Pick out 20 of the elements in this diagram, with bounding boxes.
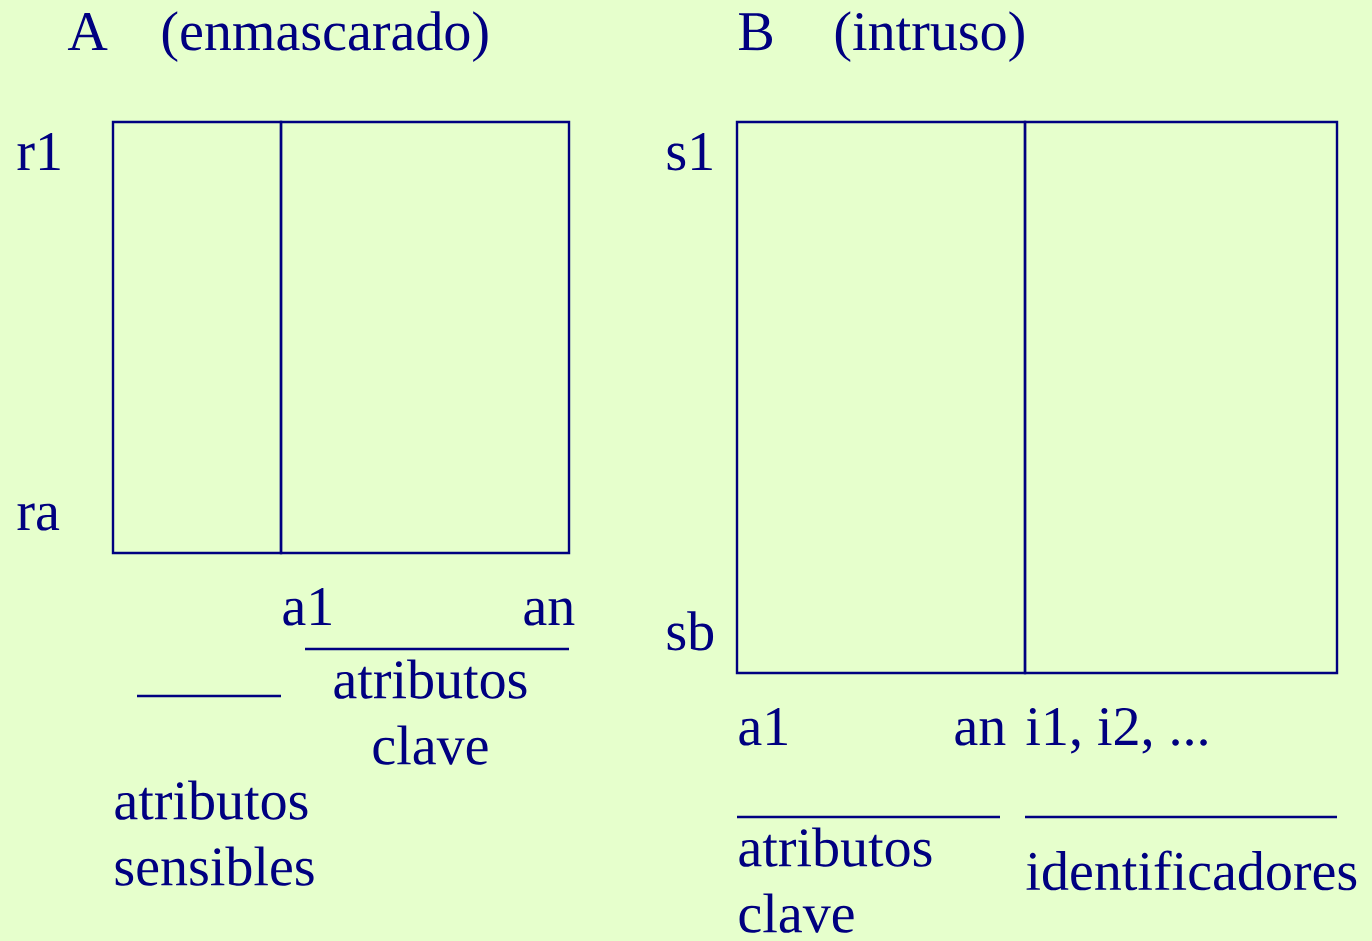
table-column <box>279 120 571 555</box>
table-heading: (intruso) <box>835 11 1024 62</box>
table-heading: (enmascarado) <box>162 11 488 62</box>
group-label: atributos clave <box>739 827 932 933</box>
group-label: identificadores <box>1026 850 1357 891</box>
row-label: r1 <box>17 133 60 170</box>
column-label: an <box>524 598 575 626</box>
table-column <box>1023 120 1339 675</box>
panel-letter: A <box>67 13 108 50</box>
row-label: ra <box>17 503 60 531</box>
column-label: i1, i2, ... <box>1026 707 1207 754</box>
panel-letter: B <box>739 13 772 51</box>
row-label: sb <box>667 611 714 651</box>
column-label: an <box>955 718 1006 746</box>
group-label: atributos sensibles <box>115 780 314 886</box>
table-column <box>735 120 1027 675</box>
group-label: atributos clave <box>334 659 527 765</box>
table-column <box>111 120 283 555</box>
column-label: a1 <box>283 588 331 626</box>
row-label: s1 <box>667 133 712 171</box>
